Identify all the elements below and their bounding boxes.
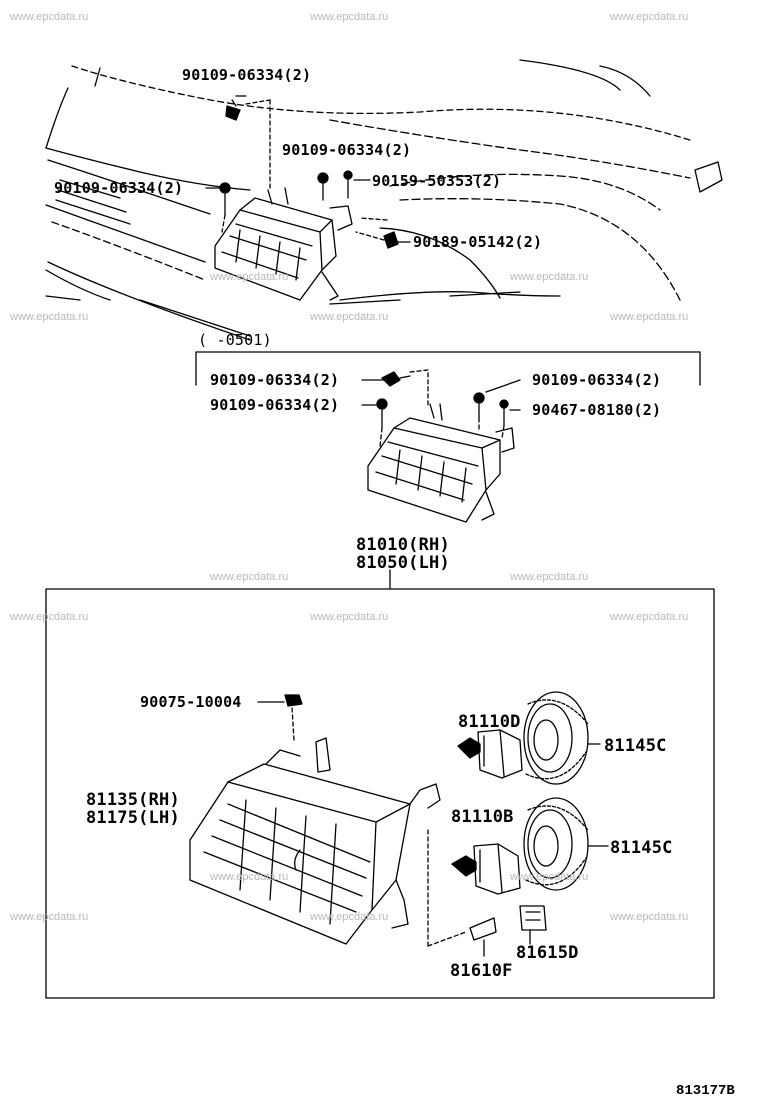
label-leaders: [206, 180, 520, 588]
watermark-text: www.epcdata.ru: [610, 611, 689, 623]
part-label: 90159-50353(2): [372, 172, 502, 190]
watermark-text: www.epcdata.ru: [310, 11, 389, 23]
headlamp-variant: [368, 404, 514, 522]
part-label: 90109-06334(2): [54, 179, 184, 197]
headlamp-top-installed: [215, 188, 352, 300]
watermark-text: www.epcdata.ru: [10, 311, 89, 323]
headlamp-unit-exploded: [190, 738, 440, 944]
part-label: 81615D: [516, 943, 579, 963]
top-bolts: [220, 96, 398, 248]
watermark-text: www.epcdata.ru: [310, 311, 389, 323]
watermark-text: www.epcdata.ru: [310, 911, 389, 923]
part-label: 90109-06334(2): [282, 141, 412, 159]
watermark-text: www.epcdata.ru: [210, 571, 289, 583]
watermark-text: www.epcdata.ru: [610, 311, 689, 323]
part-label: 90109-06334(2): [182, 66, 312, 84]
bottom-screw: [258, 695, 302, 740]
part-label: 90467-08180(2): [532, 401, 662, 419]
assembly-label: 81010(RH): [356, 535, 450, 555]
watermark-text: www.epcdata.ru: [610, 911, 689, 923]
part-label: 90109-06334(2): [532, 371, 662, 389]
part-label: 81610F: [450, 961, 513, 981]
assembly-label: 81050(LH): [356, 553, 450, 573]
variant-bolts: [377, 370, 508, 446]
part-label: 81110B: [451, 807, 514, 827]
illustration-code: 813177B: [676, 1083, 735, 1099]
watermark-text: www.epcdata.ru: [510, 271, 589, 283]
bulbs-and-sockets: [428, 692, 608, 956]
watermark-text: www.epcdata.ru: [610, 11, 689, 23]
part-label: 81145C: [610, 838, 673, 858]
part-label: 90075-10004: [140, 693, 242, 711]
watermark-text: www.epcdata.ru: [210, 871, 289, 883]
watermark-text: www.epcdata.ru: [310, 611, 389, 623]
watermark-text: www.epcdata.ru: [10, 11, 89, 23]
part-label: 90109-06334(2): [210, 396, 340, 414]
watermark-text: www.epcdata.ru: [510, 871, 589, 883]
watermark-text: www.epcdata.ru: [10, 911, 89, 923]
part-label: 81135(RH): [86, 790, 180, 810]
watermark-text: www.epcdata.ru: [210, 271, 289, 283]
part-label: 81110D: [458, 712, 521, 732]
variant-date-range: ( -0501): [198, 331, 272, 349]
part-label: 90109-06334(2): [210, 371, 340, 389]
part-label: 90189-05142(2): [413, 233, 543, 251]
part-label: 81175(LH): [86, 808, 180, 828]
watermark-text: www.epcdata.ru: [10, 611, 89, 623]
part-label: 81145C: [604, 736, 667, 756]
watermark-text: www.epcdata.ru: [510, 571, 589, 583]
vehicle-body-outline: [46, 60, 722, 340]
assembly-box: [46, 589, 714, 998]
variant-bracket: [196, 352, 700, 385]
